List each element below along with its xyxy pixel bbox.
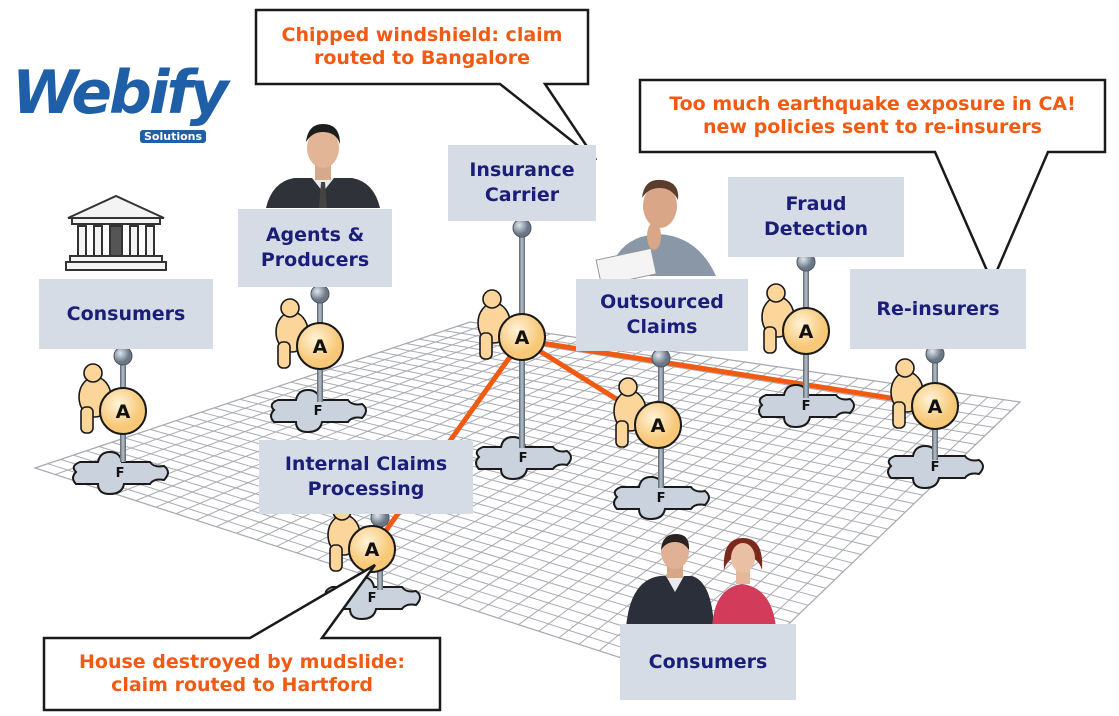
agent-circle	[634, 401, 682, 449]
stem-knob	[113, 346, 133, 366]
agent-letter: A	[116, 401, 131, 423]
callout-shapes	[42, 8, 1107, 712]
node-consumers-bottom: Consumers	[620, 624, 796, 700]
grid-line	[405, 342, 976, 445]
fabric-letter: F	[931, 460, 940, 475]
node-consumers-left: Consumers	[39, 279, 213, 349]
agent-figure-leg	[277, 341, 291, 369]
fabric-piece: F	[72, 450, 169, 496]
logo-wordmark: Webify	[12, 58, 229, 128]
logo-subtitle: Solutions	[140, 130, 207, 143]
callout-mudslide-text: House destroyed by mudslide: claim route…	[78, 651, 406, 696]
fabric-letter: F	[519, 451, 528, 466]
agent-figure-head	[482, 289, 502, 309]
agent-marker: A	[275, 298, 344, 370]
grid-line	[377, 361, 746, 580]
callout-windshield-text: Chipped windshield: claim routed to Bang…	[281, 24, 563, 69]
fabric-letter: F	[116, 466, 125, 481]
agent-marker: A	[761, 283, 830, 355]
agent-marker: A	[327, 501, 396, 573]
agent-marker: A	[613, 377, 682, 449]
grid-line	[437, 368, 794, 600]
node-reinsurers: Re-insurers	[850, 269, 1026, 349]
agent-figure-leg	[329, 544, 343, 572]
callout-earthquake-text: Too much earthquake exposure in CA! new …	[669, 93, 1076, 138]
agent-letter: A	[365, 539, 380, 561]
consumer-couple-icon	[626, 534, 776, 628]
stem-knob	[512, 218, 532, 238]
reading-person-icon	[595, 179, 716, 287]
node-agents-producers: Agents & Producers	[238, 209, 392, 287]
agent-figure-head	[83, 363, 103, 383]
agent-marker: A	[477, 289, 546, 361]
agent-marker: A	[78, 363, 147, 435]
agent-figure-leg	[615, 420, 629, 448]
grid-line	[303, 377, 906, 513]
agent-markers: A A A A A A A	[78, 283, 959, 573]
agent-circle	[782, 307, 830, 355]
bank-icon	[65, 194, 167, 271]
grid-line	[538, 380, 875, 632]
agent-person-icon	[266, 124, 380, 208]
grid-floor	[35, 322, 1020, 690]
agent-figure-head	[766, 283, 786, 303]
agent-letter: A	[928, 396, 943, 418]
agent-figure-leg	[479, 332, 493, 360]
callout-windshield	[254, 8, 598, 161]
agent-circle	[911, 382, 959, 430]
fabric-letter: F	[314, 404, 323, 419]
fabric-letter: F	[368, 591, 377, 606]
grid-line	[397, 363, 762, 586]
stem-knob	[310, 284, 330, 304]
agent-figure-leg	[80, 406, 94, 434]
grid-line	[277, 385, 888, 530]
agent-figure-head	[895, 358, 915, 378]
fabric-piece: F	[270, 388, 367, 434]
agent-circle	[348, 525, 396, 573]
agent-circle	[99, 387, 147, 435]
agent-figure-head	[618, 377, 638, 397]
node-outsourced-claims: Outsourced Claims	[576, 279, 748, 351]
callout-mudslide	[42, 563, 442, 712]
grid-line	[558, 382, 891, 639]
agent-letter: A	[313, 336, 328, 358]
agent-circle	[498, 313, 546, 361]
node-internal-claims: Internal Claims Processing	[259, 440, 473, 514]
agent-circle	[296, 322, 344, 370]
agent-letter: A	[651, 415, 666, 437]
agent-figure-head	[280, 298, 300, 318]
grid-line	[265, 390, 879, 539]
grid-line	[417, 366, 778, 593]
agent-letter: A	[799, 321, 814, 343]
fabric-pieces: F F F F F F F	[72, 383, 984, 621]
agent-marker: A	[890, 358, 959, 430]
fabric-letter: F	[802, 399, 811, 414]
agent-figure-leg	[763, 326, 777, 354]
fabric-letter: F	[657, 491, 666, 506]
stem-knob	[651, 348, 671, 368]
agent-letter: A	[515, 327, 530, 349]
puzzle-piece-shape	[270, 388, 367, 434]
grid-line	[290, 381, 897, 522]
node-fraud-detection: Fraud Detection	[728, 177, 904, 257]
grid-line	[393, 347, 968, 454]
node-insurance-carrier: Insurance Carrier	[448, 145, 596, 221]
callout-earthquake	[638, 78, 1107, 286]
grid-border	[33, 321, 1022, 691]
puzzle-piece-shape	[72, 450, 169, 496]
webify-logo: Webify Solutions	[6, 58, 229, 156]
agent-figure-leg	[892, 401, 906, 429]
